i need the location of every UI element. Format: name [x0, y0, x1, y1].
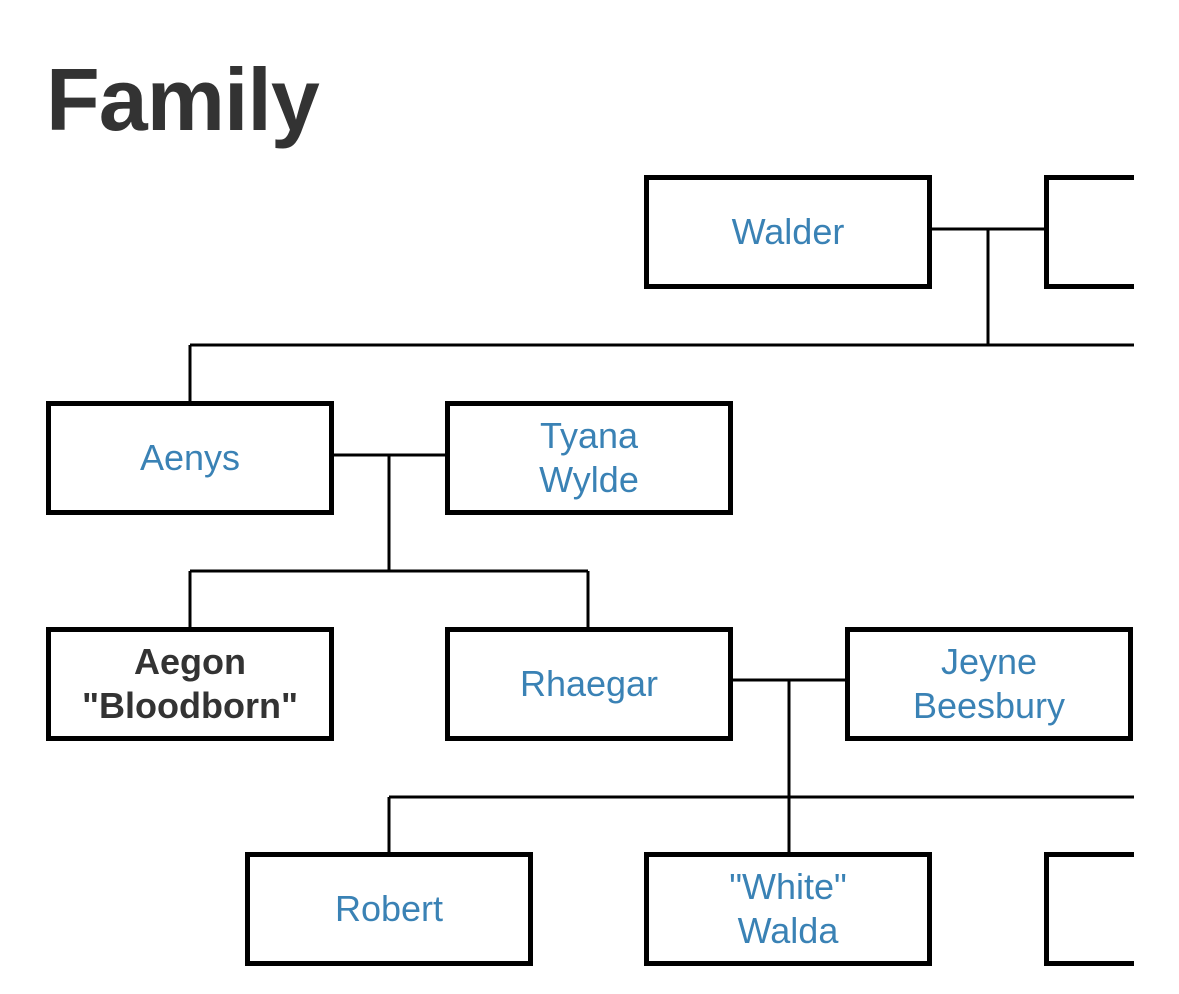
family-tree: Walder Aenys Tyana Wylde Aegon "Bloodbor…	[46, 175, 1134, 966]
person-name-aegon-bloodborn: Aegon "Bloodborn"	[81, 641, 299, 726]
person-box-tyana-wylde[interactable]: Tyana Wylde	[445, 401, 733, 515]
person-name-aenys[interactable]: Aenys	[139, 437, 241, 478]
person-box-rhaegar[interactable]: Rhaegar	[445, 627, 733, 741]
person-box-aegon-bloodborn: Aegon "Bloodborn"	[46, 627, 334, 741]
person-box-robert[interactable]: Robert	[245, 852, 533, 966]
person-box-jeyne-beesbury[interactable]: Jeyne Beesbury	[845, 627, 1133, 741]
person-box-unnamed-child[interactable]	[1044, 852, 1134, 966]
person-name-rhaegar[interactable]: Rhaegar	[519, 663, 659, 704]
person-box-walder[interactable]: Walder	[644, 175, 932, 289]
person-name-jeyne-beesbury[interactable]: Jeyne Beesbury	[912, 641, 1066, 726]
page-title: Family	[46, 50, 320, 149]
person-name-walder[interactable]: Walder	[731, 211, 845, 252]
person-box-walder-spouse[interactable]	[1044, 175, 1134, 289]
person-box-white-walda[interactable]: "White" Walda	[644, 852, 932, 966]
person-box-aenys[interactable]: Aenys	[46, 401, 334, 515]
person-name-white-walda[interactable]: "White" Walda	[729, 866, 847, 951]
person-name-robert[interactable]: Robert	[334, 888, 444, 929]
person-name-tyana-wylde[interactable]: Tyana Wylde	[539, 415, 639, 500]
tree-connector-lines	[188, 227, 1134, 854]
